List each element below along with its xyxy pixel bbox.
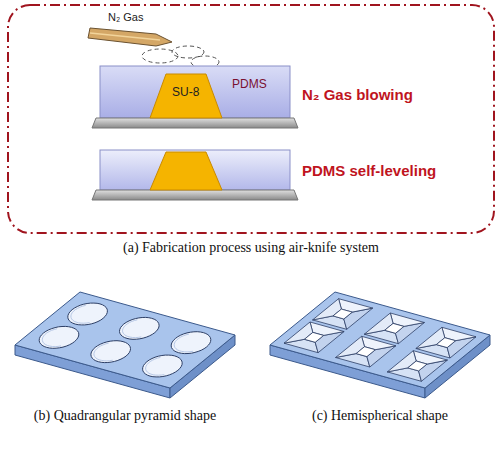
- subfigure-caption: (a) Fabrication process using air-knife …: [123, 240, 379, 256]
- step-label: PDMS self-leveling: [302, 162, 436, 179]
- step-label: N₂ Gas blowing: [302, 86, 413, 103]
- material-label: PDMS: [232, 78, 267, 92]
- substrate-blowing: [92, 66, 298, 128]
- subfigure-caption: (b) Quadrangular pyramid shape: [34, 408, 216, 424]
- plate-circular-holes: [15, 292, 235, 398]
- gas-cloud: [142, 46, 219, 68]
- plate-pyramid-holes: [270, 292, 490, 398]
- material-label: SU-8: [172, 86, 199, 100]
- gas-label: N₂ Gas: [108, 11, 143, 24]
- substrate-leveling: [92, 150, 298, 200]
- subfigure-caption: (c) Hemispherical shape: [312, 408, 448, 424]
- process-frame: [8, 5, 494, 233]
- gas-nozzle: [88, 28, 172, 46]
